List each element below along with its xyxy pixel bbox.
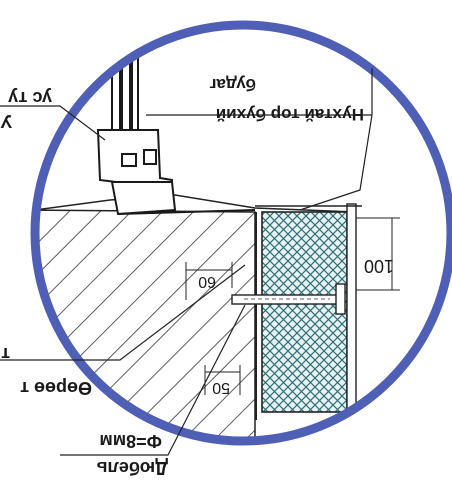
sill-slope bbox=[35, 194, 356, 213]
label-dowel: Дюбель bbox=[96, 458, 168, 478]
cladding-layer bbox=[346, 203, 357, 415]
dimension-50: 50 bbox=[212, 379, 230, 396]
leader-lines bbox=[0, 68, 373, 456]
label-left-partial-t: т bbox=[1, 344, 10, 364]
window-frame-profile bbox=[96, 25, 256, 216]
label-insulation-2: будаг bbox=[209, 75, 256, 94]
dimension-60: 60 bbox=[198, 273, 216, 290]
insulation-block bbox=[261, 211, 348, 413]
dimension-100: 100 bbox=[364, 256, 394, 276]
detail-content bbox=[35, 25, 400, 441]
label-insulation: Нухтай тор бухий bbox=[216, 105, 364, 124]
label-diameter: Ф=8мм bbox=[99, 431, 162, 451]
dowel bbox=[231, 283, 346, 315]
label-left-partial-upper: ус ту bbox=[8, 88, 52, 108]
label-wood: Өөрөө т bbox=[20, 378, 92, 398]
dimension-lines bbox=[185, 217, 400, 395]
detail-circle-ring bbox=[30, 20, 452, 446]
label-left-partial-lower: У bbox=[0, 111, 12, 131]
